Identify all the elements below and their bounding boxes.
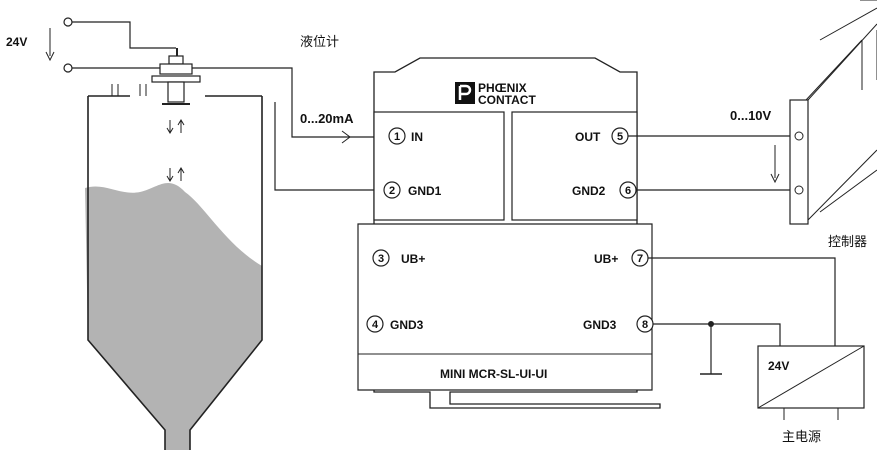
terminal-label: IN (411, 130, 423, 144)
sensor-body (167, 81, 185, 103)
terminal-number: 7 (637, 253, 643, 265)
terminal-label: UB+ (594, 252, 618, 266)
terminal-1: 1 IN (388, 127, 423, 145)
terminal-circle-bottom (63, 63, 73, 73)
current-range-label: 0...20mA (300, 111, 354, 126)
terminal-label: GND1 (408, 184, 442, 198)
terminal-number: 1 (394, 131, 400, 143)
controller-terminal-gnd (794, 185, 804, 195)
terminal-label: GND3 (390, 318, 424, 332)
wire-ub-plus (648, 257, 836, 346)
controller-card-edge (807, 149, 877, 221)
logo-line-2: CONTACT (478, 93, 536, 107)
terminal-number: 8 (642, 319, 648, 331)
voltage-arrow-head (45, 51, 55, 62)
level-meter-label: 液位计 (300, 35, 339, 50)
power-supply-diagonal (757, 345, 865, 409)
liquid-fill (85, 183, 262, 450)
current-direction-arrow (341, 130, 351, 144)
terminal-circle-top (63, 17, 73, 27)
level-sensor (151, 48, 201, 182)
wire-sensor-to-in (192, 67, 375, 138)
terminal-label: GND2 (572, 184, 606, 198)
terminal-2: 2 GND1 (383, 181, 442, 199)
tank (85, 84, 263, 450)
tank-wall-right (189, 96, 263, 450)
controller-label: 控制器 (828, 235, 867, 250)
terminal-number: 5 (617, 131, 623, 143)
supply-voltage-label: 24V (6, 35, 27, 49)
controller-card-body (805, 0, 877, 101)
wire-gnd1 (274, 102, 380, 191)
terminal-number: 2 (389, 185, 395, 197)
controller-terminal-strip (789, 99, 809, 225)
terminal-number: 6 (625, 185, 631, 197)
tank-nozzle-marks (111, 84, 147, 96)
terminal-3: 3 UB+ (372, 249, 425, 267)
power-supply: 24V 主电源 (757, 345, 865, 445)
output-voltage-arrow-head (770, 173, 780, 184)
terminal-label: UB+ (401, 252, 425, 266)
terminal-number: 3 (378, 253, 384, 265)
module-lower-block (357, 223, 653, 391)
terminal-number: 4 (372, 319, 379, 331)
signal-converter-module: PHŒNIX CONTACT MINI MCR-SL-UI-UI 1 IN 2 … (357, 57, 661, 409)
phoenix-contact-logo: PHŒNIX CONTACT (455, 81, 536, 107)
sensor-stem (176, 48, 178, 56)
tank-wall-left (87, 96, 166, 450)
supply-24v-source: 24V (6, 17, 73, 73)
sensor-head (159, 63, 193, 75)
terminal-4: 4 GND3 (366, 315, 424, 333)
sensor-cap (168, 55, 184, 65)
model-label: MINI MCR-SL-UI-UI (440, 367, 547, 381)
power-supply-leads (783, 408, 839, 420)
power-supply-voltage: 24V (768, 359, 789, 373)
terminal-label: OUT (575, 130, 601, 144)
main-power-label: 主电源 (782, 430, 821, 445)
controller-terminal-out (794, 131, 804, 141)
terminal-label: GND3 (583, 318, 617, 332)
terminal-8: 8 GND3 (583, 315, 654, 333)
terminal-6: 6 GND2 (572, 181, 637, 199)
sensor-flange (151, 75, 201, 83)
ultrasonic-wave-arrows (166, 119, 185, 182)
logo-line-1: PHŒNIX (478, 81, 527, 95)
controller: 控制器 (789, 0, 877, 250)
voltage-range-label: 0...10V (730, 108, 772, 123)
wire-24v-to-sensor (72, 21, 176, 49)
wire-gnd3 (653, 323, 781, 346)
